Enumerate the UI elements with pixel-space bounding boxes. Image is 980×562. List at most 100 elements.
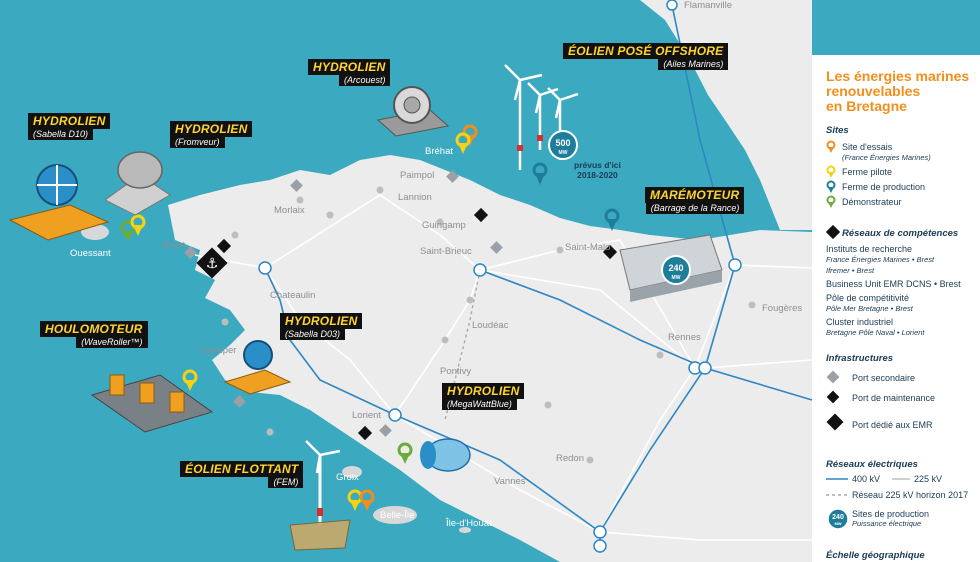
pin-groix-essai: [359, 489, 375, 511]
city-groix: Groix: [336, 472, 359, 483]
badge-ailes-marines: 500 MW: [548, 130, 578, 160]
label-hydrolien-fromveur: HYDROLIEN (Fromveur): [170, 120, 253, 148]
legend-production-badge: 240 MW: [827, 508, 849, 530]
legend-cluster: Cluster industriel Bretagne Pôle Naval •…: [826, 317, 925, 337]
city-redon: Redon: [556, 453, 584, 464]
city-lorient: Lorient: [352, 410, 382, 421]
legend-ferme-pilote-icon: [826, 165, 836, 178]
city-brest: Brest: [163, 240, 186, 251]
city-flamanville: Flamanville: [684, 0, 733, 11]
svg-text:⚓: ⚓: [206, 256, 219, 272]
label-maremoteur: MARÉMOTEUR (Barrage de la Rance): [645, 186, 745, 214]
city-ouessant: Ouessant: [70, 248, 111, 259]
label-houlomoteur: HOULOMOTEUR (WaveRoller™): [40, 320, 148, 348]
svg-text:240: 240: [832, 514, 844, 521]
label-hydrolien-arcouest: HYDROLIEN (Arcouest): [308, 58, 391, 86]
svg-text:MW: MW: [559, 150, 568, 156]
secondary-ports: [184, 170, 503, 437]
cotentin-landmass: [640, 0, 812, 230]
badge-rance: 240 MW: [661, 255, 691, 285]
legend-port-emr-icon: [826, 413, 844, 431]
city-saint-malo: Saint-Malo: [565, 242, 611, 253]
legend-ferme-pilote: Ferme pilote: [842, 167, 893, 177]
illus-fromveur: [104, 151, 171, 216]
legend-ferme-production: Ferme de production: [842, 182, 926, 192]
legend-400kv-line: [826, 478, 848, 480]
network-400kv: [264, 4, 813, 548]
pin-rance: [604, 208, 620, 231]
legend-instituts: Instituts de recherche France Énergies M…: [826, 244, 935, 275]
legend-225kv-horizon: Réseau 225 kV horizon 2017: [852, 490, 969, 500]
label-hydrolien-sabella-d03: HYDROLIEN (Sabella D03): [280, 312, 363, 340]
city-morlaix: Morlaix: [274, 205, 305, 216]
legend-reseaux-competences-heading: Réseaux de compétences: [842, 228, 959, 239]
illus-sabella-d03: [223, 340, 292, 395]
legend-ferme-production-icon: [826, 180, 836, 193]
city-belle-ile: Belle-Île: [380, 510, 415, 521]
site-pins: [120, 124, 620, 511]
city-fougeres: Fougères: [762, 303, 803, 314]
label-eolien-flottant: ÉOLIEN FLOTTANT (FEM): [180, 460, 304, 488]
legend-site-essais-icon: [826, 140, 836, 153]
legend-port-maintenance: Port de maintenance: [852, 393, 936, 403]
legend-225kv-2017-line: [826, 494, 848, 496]
legend-echelle-heading: Échelle géographique: [826, 550, 925, 561]
svg-text:MW: MW: [834, 521, 841, 526]
legend-port-emr: Port dédié aux EMR: [852, 420, 933, 430]
legend-400kv: 400 kV: [852, 474, 881, 484]
legend-reseaux-elec-heading: Réseaux électriques: [826, 459, 918, 470]
legend-port-secondaire: Port secondaire: [852, 373, 916, 383]
label-hydrolien-megawattblue: HYDROLIEN (MegaWattBlue): [442, 382, 525, 410]
legend-demonstrateur-icon: [826, 195, 836, 208]
city-ile-d-houat: Île-d'Houat: [446, 518, 492, 529]
pin-brehat-pilote: [455, 132, 471, 154]
city-quimper: Quimper: [200, 345, 237, 356]
maintenance-ports: [216, 207, 618, 441]
belle-ile-island: [373, 506, 417, 524]
city-lannion: Lannion: [398, 192, 432, 203]
pin-lorient-demo: [397, 442, 413, 464]
illus-floating-turbine: [289, 440, 351, 551]
svg-text:500: 500: [555, 138, 570, 148]
legend-port-secondaire-icon: [826, 370, 840, 384]
city-chateaulin: Chateaulin: [270, 290, 316, 301]
city-pontivy: Pontivy: [440, 366, 472, 377]
label-hydrolien-sabella-d10: HYDROLIEN (Sabella D10): [28, 112, 111, 140]
legend-infrastructures-heading: Infrastructures: [826, 353, 894, 364]
illus-megawattblue: [420, 438, 471, 472]
legend-225kv-line: [892, 478, 910, 480]
svg-text:240: 240: [668, 263, 683, 273]
legend-business-unit: Business Unit EMR DCNS • Brest: [826, 279, 961, 289]
legend-panel: Les énergies marines renouvelables en Br…: [812, 55, 980, 562]
svg-text:MW: MW: [672, 275, 681, 281]
groix-island: [342, 466, 362, 478]
city-loudeac: Loudéac: [472, 320, 509, 331]
substations: [258, 0, 742, 553]
town-dots: [221, 186, 756, 464]
city-guingamp: Guingamp: [422, 220, 466, 231]
legend-title: Les énergies marines renouvelables en Br…: [826, 68, 970, 114]
pin-ailes-marines: [532, 162, 548, 185]
legend-production: Sites de production Puissance électrique: [852, 509, 930, 528]
legend-sites-heading: Sites: [826, 125, 849, 136]
illus-arcouest: [376, 86, 450, 137]
city-brehat: Bréhat: [425, 146, 453, 157]
legend-pole: Pôle de compétitivité Pôle Mer Bretagne …: [826, 293, 913, 313]
legend-anchor-icon: [826, 225, 840, 239]
pin-ouessant-pilot: [130, 214, 146, 236]
legend-port-maintenance-icon: [826, 390, 840, 404]
emr-port-brest: ⚓: [196, 247, 228, 279]
pin-audierne: [182, 369, 198, 391]
city-vannes: Vannes: [494, 476, 526, 487]
illus-sabella-d10: [8, 164, 110, 241]
city-saint-brieuc: Saint-Brieuc: [420, 246, 472, 257]
city-paimpol: Paimpol: [400, 170, 435, 181]
city-rennes: Rennes: [668, 332, 701, 343]
note-prevus: prévus d'ici 2018-2020: [574, 160, 621, 180]
houat-island: [459, 527, 471, 533]
label-eolien-pose-offshore: ÉOLIEN POSÉ OFFSHORE (Ailes Marines): [563, 42, 729, 70]
legend-225kv: 225 kV: [914, 474, 943, 484]
illus-waveroller: [90, 374, 214, 433]
legend-demonstrateur: Démonstrateur: [842, 197, 902, 207]
